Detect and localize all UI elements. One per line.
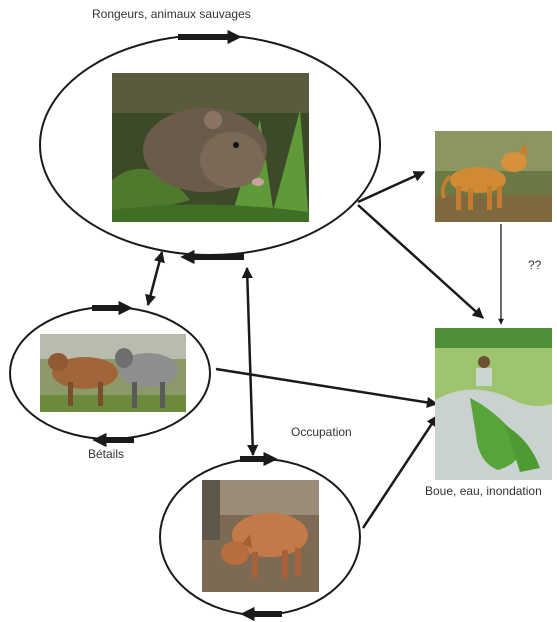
arrow-cattle-to-environment xyxy=(216,369,437,404)
pig-photo xyxy=(202,480,319,592)
label-environment: Boue, eau, inondation xyxy=(425,484,542,498)
arrow-rodents-cattle xyxy=(148,252,162,305)
rat-photo xyxy=(112,73,309,222)
arrow-rodents-pig xyxy=(247,268,253,455)
label-cattle: Bétails xyxy=(88,447,124,461)
label-unknown: ?? xyxy=(528,258,541,272)
rice-field-photo xyxy=(435,328,552,480)
label-occupation: Occupation xyxy=(291,425,352,439)
label-rodents: Rongeurs, animaux sauvages xyxy=(92,7,251,21)
dog-photo xyxy=(435,131,552,222)
cattle-photo xyxy=(40,334,186,412)
arrow-pig-to-environment xyxy=(363,416,437,528)
